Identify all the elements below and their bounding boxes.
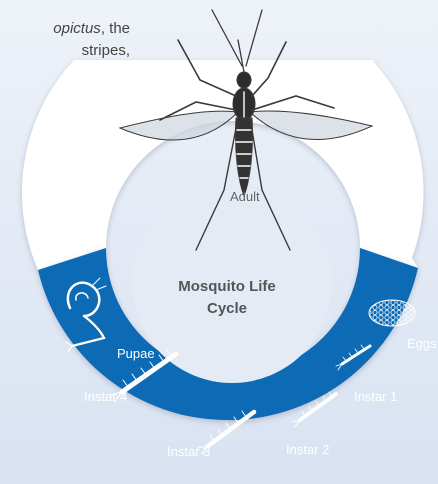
stage-label-pupae: Pupae	[117, 346, 155, 361]
stage-label-instar-2: Instar 2	[286, 442, 329, 457]
stage-label-eggs: Eggs	[407, 336, 437, 351]
stage-label-instar-4: Instar 4	[84, 389, 127, 404]
stage-label-adult: Adult	[230, 189, 260, 204]
center-title: Mosquito Life Cycle	[163, 276, 291, 320]
stage-label-instar-1: Instar 1	[354, 389, 397, 404]
egg-raft-icon	[369, 300, 415, 326]
stage-label-instar-3: Instar 3	[167, 444, 210, 459]
